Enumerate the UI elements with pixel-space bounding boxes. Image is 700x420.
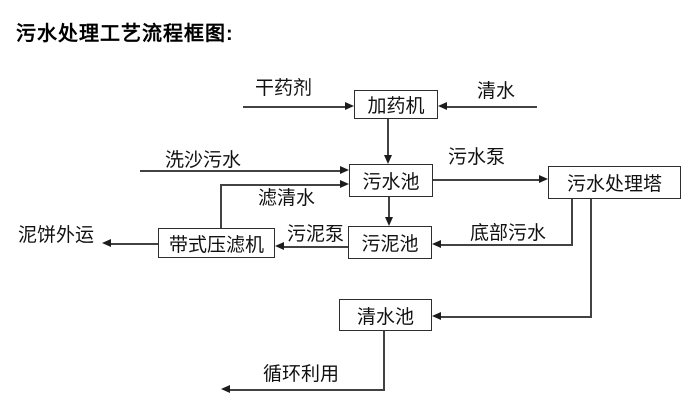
arrowhead-bottom-sewage-into-sludge [432,240,441,248]
arrowhead-dosing-into-sewage [384,155,392,164]
line-bottom-sewage-vertical [571,199,573,245]
label-dry-agent: 干药剂 [255,78,313,99]
line-sludge-pump [284,246,348,248]
line-clear-water [446,106,537,108]
node-treatment-tower: 污水处理塔 [548,166,681,199]
line-recycle-horizontal [230,389,385,391]
line-sewage-pump [433,179,540,181]
label-sewage-pump: 污水泵 [448,147,506,168]
arrowhead-sewage-into-sludge [385,217,393,226]
label-mud-cake-out: 泥饼外运 [18,225,95,246]
node-sludge-pool: 污泥池 [348,226,432,259]
line-sewage-to-sludge [388,197,390,218]
arrowhead-sludge-into-press [275,242,284,250]
arrowhead-clear-water-into-dosing [438,102,447,110]
node-belt-filter-press: 带式压滤机 [158,228,275,258]
arrowhead-dry-agent-into-dosing [345,102,354,110]
node-dosing-machine: 加药机 [354,90,438,119]
label-clear-water: 清水 [477,81,516,102]
line-mud-cake-out [111,243,158,245]
line-tower-to-clear-vertical [590,199,592,317]
arrowhead-mud-cake-out [102,239,111,247]
line-dosing-to-sewage [387,119,389,156]
arrowhead-recycle-out [221,385,230,393]
line-filtered-water-vertical [220,184,222,228]
line-sand-washing [140,170,341,172]
page-title: 污水处理工艺流程框图: [16,23,234,45]
line-tower-to-clear-horizontal [441,316,592,318]
node-sewage-pool: 污水池 [349,164,433,197]
line-dry-agent [243,106,346,108]
line-bottom-sewage-horizontal [441,244,573,246]
label-filtered-water: 滤清水 [258,188,316,209]
arrowhead-pump-into-tower [539,175,548,183]
arrowhead-tower-into-clear [432,312,441,320]
label-sand-washing-sewage: 洗沙污水 [165,150,242,171]
arrowhead-sand-washing-into-sewage [340,166,349,174]
line-recycle-vertical [383,331,385,390]
label-recycle-use: 循环利用 [263,364,340,385]
label-sludge-pump: 污泥泵 [287,224,345,245]
label-bottom-sewage: 底部污水 [470,223,547,244]
line-filtered-water-horizontal [220,184,341,186]
arrowhead-filtered-water-into-sewage [340,180,349,188]
node-clear-water-pool: 清水池 [339,299,432,331]
